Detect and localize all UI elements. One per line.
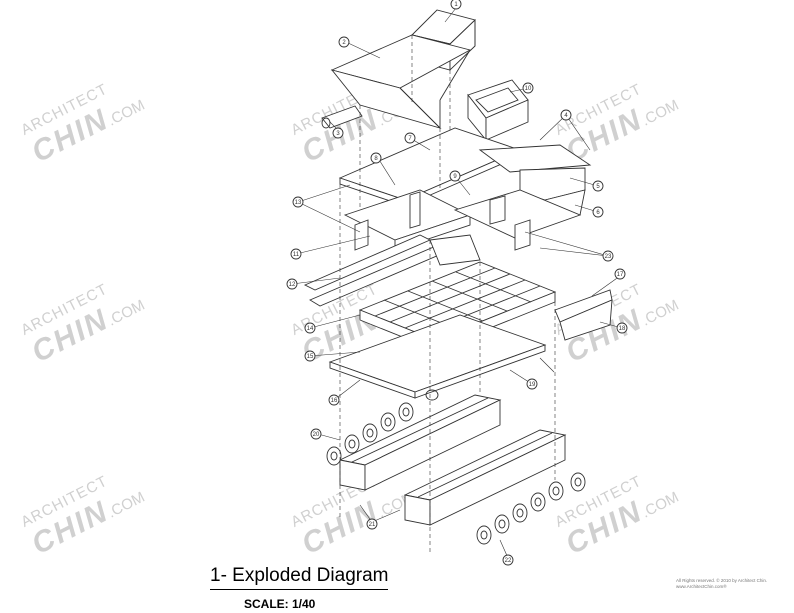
side-panels <box>478 144 592 216</box>
svg-text:20: 20 <box>313 432 320 438</box>
projection-lines <box>339 35 556 555</box>
callout-2: 2 <box>338 36 350 48</box>
svg-text:7: 7 <box>408 136 412 142</box>
callout-20: 20 <box>310 428 322 440</box>
middle-assembly <box>343 189 582 251</box>
svg-text:16: 16 <box>331 398 338 404</box>
base-plate <box>328 314 547 401</box>
callout-5: 5 <box>592 180 604 192</box>
track-frame-right <box>403 429 567 526</box>
callout-17: 17 <box>614 268 626 280</box>
svg-text:23: 23 <box>605 254 612 260</box>
svg-text:18: 18 <box>619 326 626 332</box>
svg-text:14: 14 <box>307 326 314 332</box>
callout-23: 23 <box>602 250 614 262</box>
svg-text:1: 1 <box>454 2 458 8</box>
callout-10: 10 <box>522 82 534 94</box>
callout-8: 8 <box>370 152 382 164</box>
svg-text:2: 2 <box>342 40 346 46</box>
callout-11: 11 <box>290 248 302 260</box>
callout-13: 13 <box>292 196 304 208</box>
cabin <box>467 79 529 142</box>
svg-text:13: 13 <box>295 200 302 206</box>
svg-text:9: 9 <box>453 174 457 180</box>
callout-15: 15 <box>304 350 316 362</box>
callout-3: 3 <box>332 127 344 139</box>
svg-text:15: 15 <box>307 354 314 360</box>
svg-text:4: 4 <box>564 113 568 119</box>
svg-text:3: 3 <box>336 131 340 137</box>
callout-19: 19 <box>526 378 538 390</box>
copyright-line: All Rights reserved. © 2010 by Architect… <box>676 578 768 583</box>
callout-21: 21 <box>366 518 378 530</box>
callout-12: 12 <box>286 278 298 290</box>
callout-1: 1 <box>450 0 462 10</box>
callout-14: 14 <box>304 322 316 334</box>
svg-text:19: 19 <box>529 382 536 388</box>
callout-22: 22 <box>502 554 514 566</box>
scale-label: SCALE: 1/40 <box>244 597 316 611</box>
svg-text:6: 6 <box>596 210 600 216</box>
copyright-notice: All Rights reserved. © 2010 by Architect… <box>676 578 786 590</box>
callout-16: 16 <box>328 394 340 406</box>
right-bracket <box>554 289 613 341</box>
wheels-right <box>476 472 586 545</box>
callout-7: 7 <box>404 132 416 144</box>
long-rails <box>303 234 481 307</box>
callout-9: 9 <box>449 170 461 182</box>
upper-deck <box>338 127 522 207</box>
cylinder <box>321 105 363 129</box>
callout-4: 4 <box>560 109 572 121</box>
svg-text:17: 17 <box>617 272 624 278</box>
track-frame-left <box>338 394 502 491</box>
svg-text:8: 8 <box>374 156 378 162</box>
callouts: 1 2 3 4 5 6 7 8 9 10 11 12 13 14 15 16 1… <box>286 0 628 566</box>
svg-text:22: 22 <box>505 558 512 564</box>
svg-text:21: 21 <box>369 522 376 528</box>
svg-text:5: 5 <box>596 184 600 190</box>
svg-text:12: 12 <box>289 282 296 288</box>
copyright-url: www.ArchitectChin.com® <box>676 584 727 589</box>
callout-18: 18 <box>616 322 628 334</box>
diagram-title: 1- Exploded Diagram <box>210 565 389 590</box>
leader-lines <box>291 7 623 559</box>
callout-6: 6 <box>592 206 604 218</box>
wheels-left <box>326 402 414 466</box>
svg-text:10: 10 <box>525 86 532 92</box>
svg-text:11: 11 <box>293 252 300 258</box>
